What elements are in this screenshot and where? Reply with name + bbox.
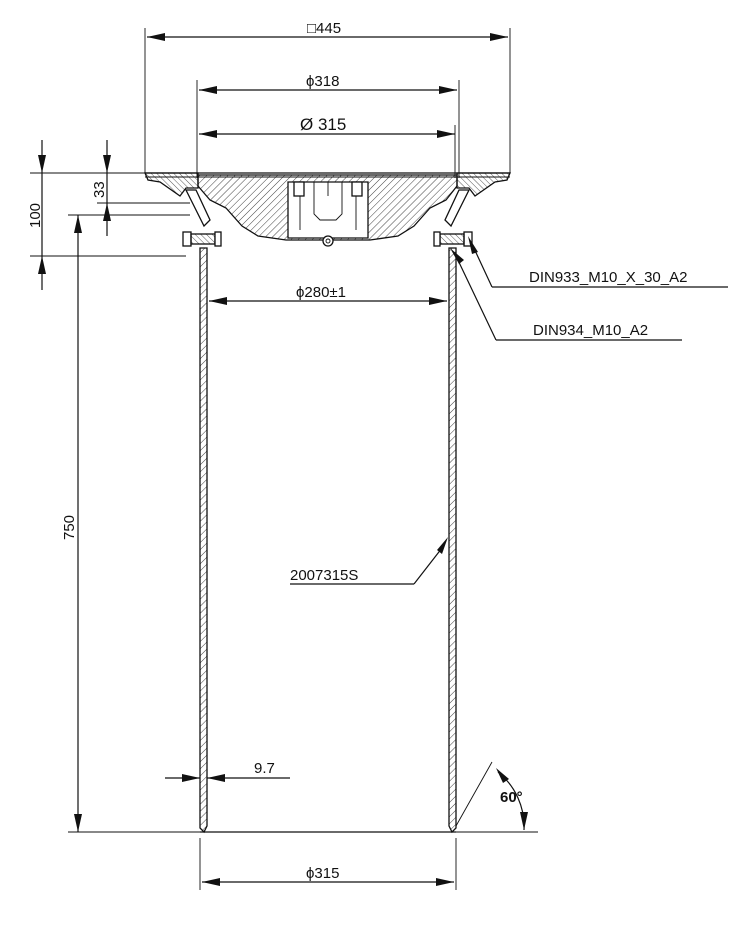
callout-pipe-part-label: 2007315S [290,567,358,584]
pipe [199,247,457,834]
dimension-inner-diameter-label: ϕ280±1 [296,284,346,301]
callout-nut: DIN934_M10_A2 [450,248,682,341]
callout-bolt: DIN933_M10_X_30_A2 [468,236,728,288]
dimension-inner-diameter: ϕ280±1 [209,284,447,305]
dimension-bottom-diameter: ϕ315 [199,838,457,890]
dimension-length-750-label: 750 [61,515,78,540]
dimension-diameter-315-top-label: Ø 315 [300,115,346,134]
dimension-heights: 100 33 750 [27,140,200,833]
dimension-angle-label: 60° [500,789,523,806]
dimension-height-100-label: 100 [27,203,44,228]
dimension-angle: 60° [455,761,538,833]
drain-body [197,174,458,247]
dimension-wall-thickness-label: 9.7 [254,760,275,777]
callout-nut-label: DIN934_M10_A2 [533,322,648,339]
callout-pipe-part: 2007315S [290,537,448,585]
dimension-top-square-label: □445 [307,20,341,37]
callout-bolt-label: DIN933_M10_X_30_A2 [529,269,687,286]
dimension-wall-thickness: 9.7 [165,760,290,782]
dimension-height-33-label: 33 [91,181,108,198]
dimension-diameter-318-label: ϕ318 [306,73,339,90]
dimension-bottom-diameter-label: ϕ315 [306,865,339,882]
bolt-left [182,231,222,247]
dimension-diameter-318: ϕ318 [196,73,460,178]
dimension-diameter-315-top: Ø 315 [199,115,456,178]
dimension-top-square: □445 [144,20,511,173]
bolt-right [433,231,473,247]
